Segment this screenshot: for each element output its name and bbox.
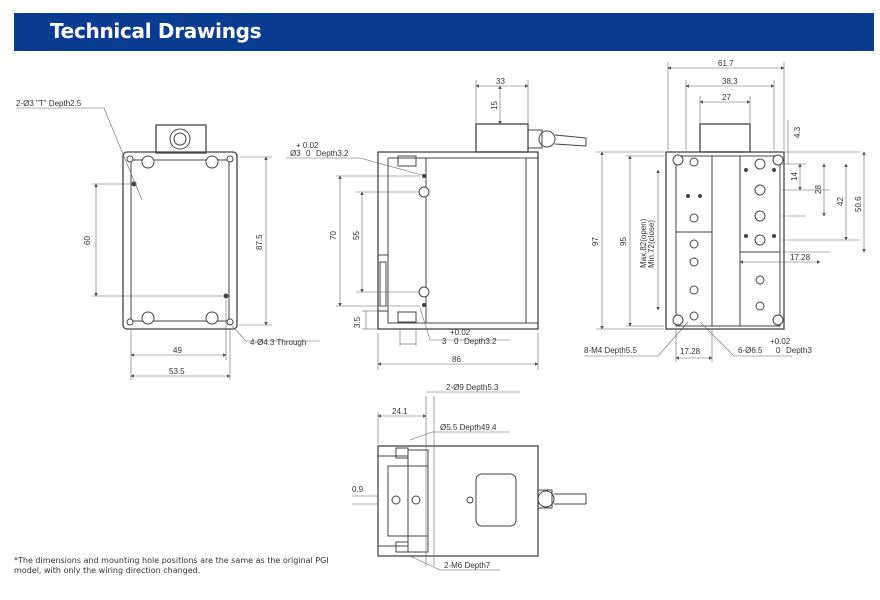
front-view — [16, 107, 320, 380]
dim-right-61-7: 61.7 — [718, 59, 734, 68]
callout-front-through: 4-Ø4.3 Through — [250, 338, 306, 347]
dim-right-38-3: 38.3 — [722, 77, 738, 86]
tol-side-bottom: +0.02 — [450, 328, 471, 337]
section-header: Technical Drawings — [14, 13, 874, 51]
dim-front-87-5: 87.5 — [255, 234, 264, 250]
dim-right-42: 42 — [836, 197, 845, 206]
callout-right-d6-c: Depth3 — [786, 346, 812, 355]
stroke-close: Min.72(close) — [647, 220, 656, 268]
dim-side-55: 55 — [352, 231, 361, 240]
callout-right-m4: 8-M4 Depth5.5 — [584, 346, 637, 355]
callout-bottom-m6: 2-M6 Depth7 — [444, 561, 491, 570]
dim-right-50-6: 50.6 — [854, 196, 863, 212]
dim-right-4-3: 4.3 — [793, 126, 802, 138]
callout-right-d6-a: 6-Ø6.5 — [738, 346, 763, 355]
dim-right-17-28b: 17.28 — [680, 347, 701, 356]
footnote: *The dimensions and mounting hole positi… — [14, 556, 384, 576]
dim-bottom-24-1: 24.1 — [392, 407, 408, 416]
dim-side-86: 86 — [452, 355, 461, 364]
side-view — [286, 80, 587, 370]
dim-right-95: 95 — [619, 237, 628, 246]
tol-side-top: + 0.02 — [296, 141, 319, 150]
callout-side-top-b: 0 — [306, 149, 311, 158]
dim-right-97: 97 — [591, 237, 600, 246]
dim-right-17-28a: 17.28 — [790, 253, 811, 262]
dim-right-27: 27 — [722, 93, 731, 102]
callout-front-holes: 2-Ø3 "T" Depth2.5 — [16, 99, 82, 108]
dim-bottom-0-9: 0.9 — [352, 485, 364, 494]
callout-side-bottom-b: 0 — [454, 337, 459, 346]
callout-bottom-bore: Ø5.5 Depth49.4 — [440, 423, 497, 432]
footnote-line-1: *The dimensions and mounting hole positi… — [14, 556, 329, 565]
dim-front-53-5: 53.5 — [169, 367, 185, 376]
callout-side-bottom-c: Depth3.2 — [464, 337, 497, 346]
dim-side-15: 15 — [490, 101, 499, 110]
bottom-view — [352, 391, 587, 571]
callout-bottom-top: 2-Ø9 Depth5.3 — [446, 383, 499, 392]
dim-front-49: 49 — [173, 346, 182, 355]
dim-right-14: 14 — [790, 172, 799, 181]
dim-right-28: 28 — [814, 185, 823, 194]
callout-side-top-c: Depth3.2 — [316, 149, 349, 158]
right-view — [584, 62, 866, 362]
tol-right-bottom: +0.02 — [770, 337, 791, 346]
dim-side-33: 33 — [496, 77, 505, 86]
dim-side-70: 70 — [329, 231, 338, 240]
section-title: Technical Drawings — [50, 19, 262, 43]
callout-right-d6-b: 0 — [776, 346, 781, 355]
dim-side-3-5: 3.5 — [353, 316, 362, 328]
callout-side-top-a: Ø3 — [290, 149, 301, 158]
callout-side-bottom-a: 3 — [442, 337, 447, 346]
footnote-line-2: model, with only the wiring direction ch… — [14, 566, 201, 575]
dim-front-60: 60 — [83, 236, 92, 245]
stroke-open: Max.82(open) — [639, 218, 648, 268]
